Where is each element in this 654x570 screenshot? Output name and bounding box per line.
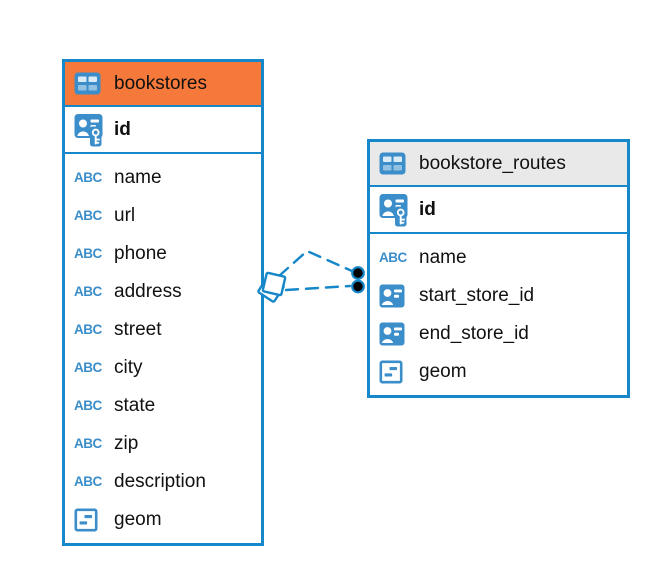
column-row: geom — [370, 353, 627, 391]
table-name: bookstores — [114, 72, 207, 94]
text-type-icon: ABC — [74, 474, 102, 490]
column-list: ABC name ABC url ABC phone ABC address A… — [65, 154, 261, 543]
relationship-line[interactable] — [277, 249, 354, 278]
diamond-endpoint[interactable] — [261, 271, 287, 297]
column-row: ABC zip — [65, 425, 261, 463]
column-row: ABC address — [65, 273, 261, 311]
column-row: end_store_id — [370, 315, 627, 353]
primary-key-row: id — [65, 107, 261, 154]
column-name: phone — [114, 243, 167, 264]
column-row: ABC url — [65, 197, 261, 235]
column-row: ABC phone — [65, 235, 261, 273]
primary-key-icon — [379, 193, 410, 227]
column-name: url — [114, 205, 136, 226]
text-type-icon: ABC — [74, 170, 102, 186]
dot-endpoint[interactable] — [351, 266, 365, 280]
primary-key-row: id — [370, 187, 627, 234]
column-row: ABC street — [65, 311, 261, 349]
text-type-icon: ABC — [74, 360, 102, 376]
column-name: start_store_id — [419, 285, 535, 306]
foreign-key-icon — [379, 322, 410, 346]
column-row: ABC state — [65, 387, 261, 425]
column-name: state — [114, 395, 156, 416]
text-type-icon: ABC — [74, 284, 102, 300]
column-row: start_store_id — [370, 277, 627, 315]
text-type-icon: ABC — [74, 246, 102, 262]
column-list: ABC name start_store_id end_store_id ge — [370, 234, 627, 395]
primary-key-icon — [74, 113, 105, 147]
column-row: ABC name — [370, 239, 627, 277]
table-icon — [379, 152, 410, 175]
column-name: geom — [419, 361, 467, 382]
column-name: geom — [114, 509, 162, 530]
column-row: ABC name — [65, 159, 261, 197]
column-row: ABC city — [65, 349, 261, 387]
column-name: name — [114, 167, 162, 188]
text-type-icon: ABC — [74, 398, 102, 414]
dot-endpoint[interactable] — [351, 279, 365, 294]
column-name: description — [114, 471, 206, 492]
table-name: bookstore_routes — [419, 152, 566, 174]
column-row: geom — [65, 501, 261, 539]
relationship-line[interactable] — [284, 284, 352, 292]
column-name: name — [419, 247, 467, 268]
column-row: ABC description — [65, 463, 261, 501]
column-name: street — [114, 319, 162, 340]
column-name: end_store_id — [419, 323, 529, 344]
column-name: city — [114, 357, 143, 378]
geometry-type-icon — [74, 508, 105, 532]
text-type-icon: ABC — [379, 250, 407, 266]
table-header[interactable]: bookstore_routes — [370, 142, 627, 187]
text-type-icon: ABC — [74, 436, 102, 452]
table-node-bookstores[interactable]: bookstores id ABC name ABC url ABC phone… — [62, 59, 264, 546]
text-type-icon: ABC — [74, 208, 102, 224]
column-name: address — [114, 281, 182, 302]
table-node-bookstore-routes[interactable]: bookstore_routes id ABC name start_store… — [367, 139, 630, 398]
primary-key-name: id — [419, 198, 436, 220]
primary-key-name: id — [114, 118, 131, 140]
geometry-type-icon — [379, 360, 410, 384]
column-name: zip — [114, 433, 139, 454]
foreign-key-icon — [379, 284, 410, 308]
table-icon — [74, 72, 105, 95]
table-header[interactable]: bookstores — [65, 62, 261, 107]
text-type-icon: ABC — [74, 322, 102, 338]
